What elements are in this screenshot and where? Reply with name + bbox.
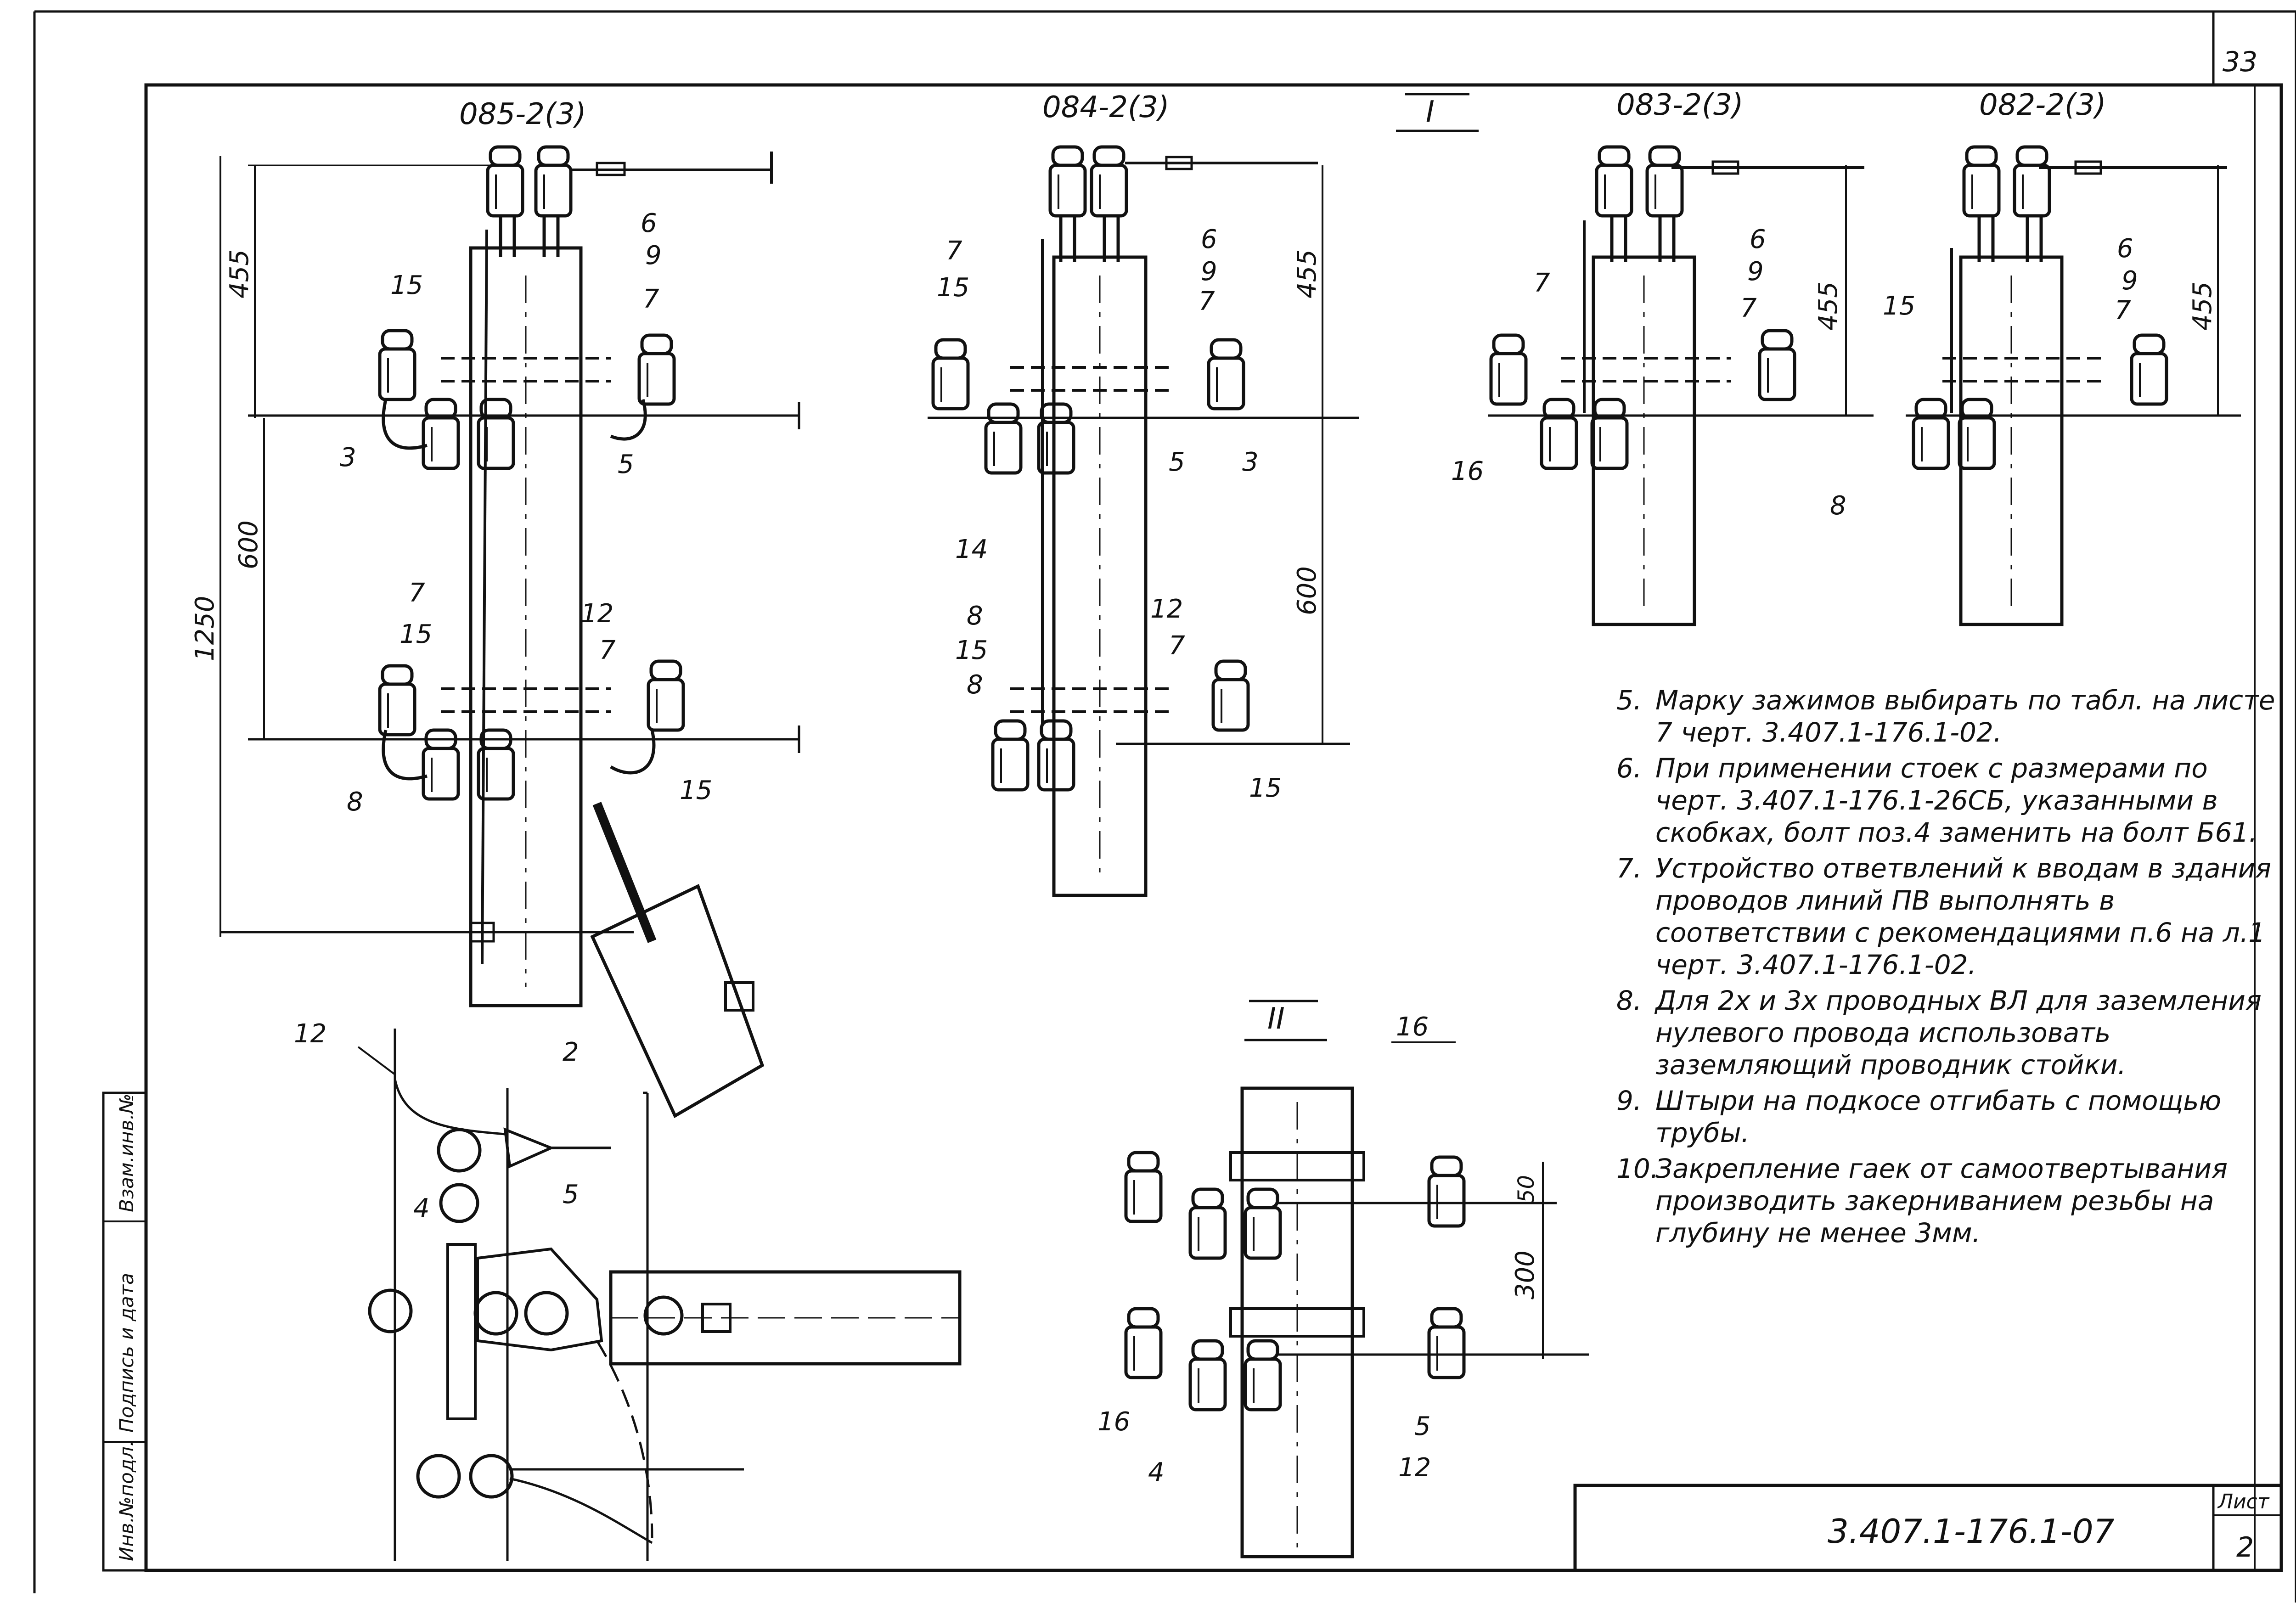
label-callouts-c7: 7	[1199, 287, 1215, 316]
note-number: 5.	[1616, 685, 1642, 716]
label-callouts-c12: 12	[1150, 594, 1183, 624]
label-callouts-c5: 5	[618, 450, 634, 479]
pole-view-082: 455 6 9 7 15 8	[1830, 147, 2241, 626]
label-callouts-c6: 6	[2117, 234, 2133, 264]
left-strip: Инв.№подл. Подпись и дата Взам.инв.№	[102, 1091, 147, 1572]
label-section_marks-one: I	[1426, 95, 1435, 129]
label-callouts-c8: 8	[967, 601, 983, 631]
label-callouts-c7: 7	[643, 284, 659, 314]
label-dimensions-d1250: 1250	[190, 596, 220, 661]
label-dimensions-d50: 50	[1514, 1175, 1539, 1203]
label-dimensions-d600: 600	[1292, 566, 1322, 615]
sheet-label: Лист	[2217, 1490, 2270, 1513]
label-callouts-c7: 7	[599, 635, 616, 665]
view-title-082: 082-2(3)	[1979, 88, 2106, 122]
label-callouts-c6: 6	[1750, 225, 1766, 254]
label-callouts-c16: 16	[1451, 456, 1484, 486]
note-text: Марку зажимов выбирать по табл. на листе…	[1655, 685, 2275, 748]
note-number: 9.	[1616, 1085, 1642, 1116]
section-mark-one: I	[1396, 93, 1479, 132]
label-callouts-c15: 15	[955, 635, 988, 665]
label-callouts-c9: 9	[1201, 257, 1217, 287]
note-8: 8. Для 2х и 3х проводных ВЛ для заземлени…	[1616, 984, 2282, 1081]
label-callouts-c12: 12	[1398, 1453, 1431, 1483]
note-number: 6.	[1616, 753, 1642, 784]
label-callouts-c7: 7	[2115, 296, 2131, 326]
label-callouts-c6: 6	[641, 208, 657, 238]
label-callouts-c7: 7	[1740, 293, 1757, 323]
label-callouts-c5: 5	[1414, 1412, 1431, 1441]
label-callouts-c2: 2	[563, 1037, 579, 1067]
pole-view-083: 455 6 9 7 7 16	[1451, 147, 1874, 626]
label-callouts-c12: 12	[581, 599, 613, 629]
label-callouts-c3: 3	[1242, 447, 1259, 477]
label-callouts-c15: 15	[390, 270, 423, 300]
note-text: Устройство ответвлений к вводам в здания…	[1655, 853, 2272, 980]
plan-view: 12 4 5	[294, 1019, 962, 1561]
inv-no-label: Инв.№подл.	[115, 1440, 138, 1561]
note-number: 10.	[1616, 1153, 1659, 1184]
label-callouts-c15: 15	[1249, 773, 1282, 803]
label-callouts-c8: 8	[967, 670, 983, 700]
label-dimensions-d455: 455	[225, 249, 254, 298]
sheet-corner-number: 33	[2223, 46, 2257, 78]
label-callouts-c3: 3	[340, 443, 356, 472]
label-callouts-c15: 15	[400, 619, 432, 649]
label-callouts-c5: 5	[1169, 447, 1185, 477]
sheet-frame: 33	[33, 10, 2296, 1603]
note-text: При применении стоек с размерами по черт…	[1655, 753, 2257, 848]
title-block: 3.407.1-176.1-07 Лист 2	[1573, 1484, 2283, 1572]
view-title-083: 083-2(3)	[1616, 88, 1744, 122]
note-10: 10.Закрепление гаек от самоотвертывания …	[1616, 1153, 2282, 1249]
label-dimensions-d300: 300	[1510, 1250, 1540, 1299]
label-dimensions-d455: 455	[1292, 249, 1322, 298]
label-callouts-c9: 9	[2122, 266, 2138, 296]
pole-view-085: 455 600 1250 6 9 7 15 3 5 7 15 12 7 15 8…	[190, 147, 800, 1118]
label-callouts-c8: 8	[347, 787, 363, 817]
note-number: 7.	[1616, 853, 1642, 884]
label-callouts-c7: 7	[1169, 631, 1185, 661]
label-callouts-c16: 16	[1097, 1407, 1130, 1437]
note-text: Для 2х и 3х проводных ВЛ для заземления …	[1655, 985, 2262, 1080]
label-callouts-c6: 6	[1201, 225, 1217, 254]
note-number: 8.	[1616, 985, 1642, 1016]
label-callouts-c8: 8	[1830, 491, 1846, 521]
label-callouts-c14: 14	[955, 534, 988, 564]
notes-list: 5. Марку зажимов выбирать по табл. на лис…	[1616, 684, 2282, 1253]
label-dimensions-d455: 455	[1813, 281, 1843, 331]
doc-code: 3.407.1-176.1-07	[1828, 1512, 2115, 1551]
note-text: Штыри на подкосе отгибать с помощью труб…	[1655, 1085, 2222, 1148]
replace-inv-label: Взам.инв.№	[115, 1094, 138, 1212]
label-section_marks-two: II	[1267, 1002, 1285, 1036]
label-callouts-c4: 4	[413, 1193, 430, 1223]
view-two: II 50 300 16 16 4 5 12	[1097, 1000, 1589, 1558]
note-text: Закрепление гаек от самоотвертывания про…	[1655, 1153, 2228, 1248]
view-title-084: 084-2(3)	[1042, 90, 1170, 124]
note-7: 7. Устройство ответвлений к вводам в здан…	[1616, 852, 2282, 981]
sheet-number: 2	[2236, 1531, 2254, 1563]
label-dimensions-d600: 600	[234, 520, 264, 569]
label-callouts-c9: 9	[645, 241, 662, 270]
label-callouts-c9: 9	[1747, 257, 1764, 287]
sign-date-label: Подпись и дата	[115, 1273, 138, 1433]
note-6: 6. При применении стоек с размерами по че…	[1616, 752, 2282, 849]
label-callouts-c7: 7	[409, 578, 425, 608]
label-callouts-c7: 7	[946, 236, 962, 266]
label-callouts-c15: 15	[937, 273, 969, 303]
label-callouts-c15: 15	[680, 776, 712, 805]
label-callouts-c16: 16	[1396, 1012, 1429, 1042]
label-dimensions-d455: 455	[2188, 281, 2217, 331]
label-callouts-c4: 4	[1148, 1457, 1165, 1487]
view-title-085: 085-2(3)	[459, 97, 586, 131]
label-callouts-c15: 15	[1883, 291, 1915, 321]
note-5: 5. Марку зажимов выбирать по табл. на лис…	[1616, 684, 2282, 748]
label-callouts-c12: 12	[294, 1019, 326, 1049]
pole-view-084: 455 600 6 9 7 7 15 5 3 14 8 15 8 12 7 15	[928, 147, 1359, 897]
label-callouts-c5: 5	[563, 1180, 579, 1209]
label-callouts-c7: 7	[1534, 268, 1550, 298]
note-9: 9. Штыри на подкосе отгибать с помощью тр…	[1616, 1085, 2282, 1149]
